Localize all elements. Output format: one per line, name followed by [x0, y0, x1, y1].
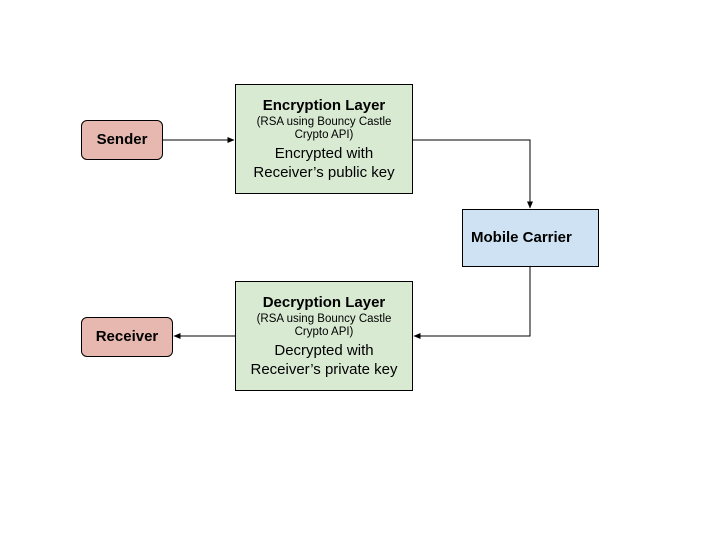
decryption-title: Decryption Layer	[262, 293, 386, 311]
decryption-body-line2: Receiver’s private key	[250, 360, 398, 378]
encryption-subtitle-line2: Crypto API)	[294, 128, 354, 141]
encryption-body-line2: Receiver’s public key	[253, 163, 395, 181]
encryption-subtitle: (RSA using Bouncy Castle Crypto API)	[257, 116, 392, 142]
carrier-label: Mobile Carrier	[471, 229, 572, 246]
encryption-layer-node: Encryption Layer (RSA using Bouncy Castl…	[235, 84, 413, 194]
sender-label: Sender	[96, 131, 148, 148]
receiver-label: Receiver	[95, 328, 159, 345]
receiver-node: Receiver	[81, 317, 173, 357]
encryption-body-line1: Encrypted with	[274, 144, 374, 162]
decryption-subtitle-line1: (RSA using Bouncy Castle	[256, 312, 392, 325]
encryption-title: Encryption Layer	[262, 96, 386, 114]
decryption-subtitle: (RSA using Bouncy Castle Crypto API)	[257, 313, 392, 339]
arrow-encryption-to-carrier	[413, 139, 533, 209]
sender-node: Sender	[81, 120, 163, 160]
encryption-body: Encrypted with Receiver’s public key	[253, 144, 394, 182]
decryption-subtitle-line2: Crypto API)	[294, 325, 354, 338]
decryption-layer-node: Decryption Layer (RSA using Bouncy Castl…	[235, 281, 413, 391]
arrow-carrier-to-decryption	[413, 267, 531, 339]
encryption-subtitle-line1: (RSA using Bouncy Castle	[256, 115, 392, 128]
mobile-carrier-node: Mobile Carrier	[462, 209, 599, 267]
decryption-body-line1: Decrypted with	[274, 341, 374, 359]
decryption-body: Decrypted with Receiver’s private key	[250, 341, 397, 379]
